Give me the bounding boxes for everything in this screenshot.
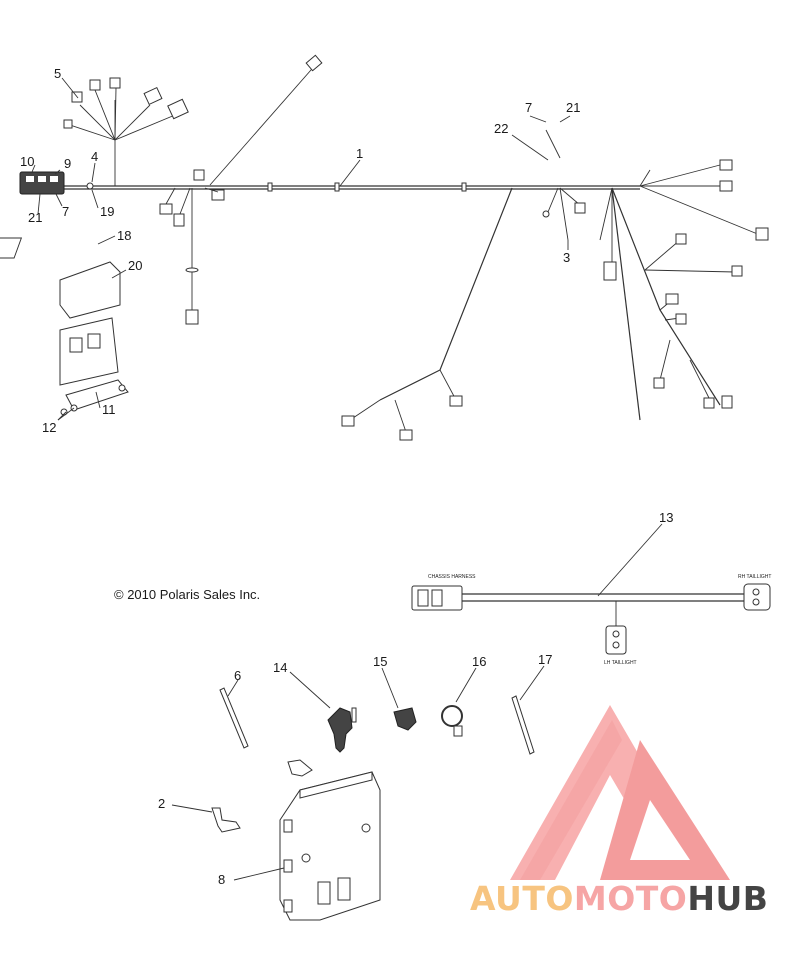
callout-21-right: 21 xyxy=(566,100,580,115)
lh-taillight-label: LH TAILLIGHT xyxy=(604,660,637,666)
callout-12: 12 xyxy=(42,420,56,435)
relay-block xyxy=(0,237,129,416)
main-harness xyxy=(62,54,769,441)
callout-labels: 1 2 3 4 5 6 7 7 8 9 10 11 12 13 14 15 16… xyxy=(20,66,673,887)
callout-2: 2 xyxy=(158,796,165,811)
callout-18: 18 xyxy=(117,228,131,243)
hardware-parts xyxy=(211,687,535,833)
callout-13: 13 xyxy=(659,510,673,525)
callout-15: 15 xyxy=(373,654,387,669)
callout-3: 3 xyxy=(563,250,570,265)
callout-1: 1 xyxy=(356,146,363,161)
callout-17: 17 xyxy=(538,652,552,667)
ecu-module xyxy=(279,771,381,921)
leader-lines xyxy=(31,77,663,881)
callout-19: 19 xyxy=(100,204,114,219)
callout-22: 22 xyxy=(494,121,508,136)
callout-10: 10 xyxy=(20,154,34,169)
callout-8: 8 xyxy=(218,872,225,887)
callout-7-right: 7 xyxy=(525,100,532,115)
callout-16: 16 xyxy=(472,654,486,669)
connector-cluster-left xyxy=(63,77,189,186)
callout-20: 20 xyxy=(128,258,142,273)
watermark-text: AUTOMOTOHUB xyxy=(470,879,768,918)
watermark-auto: AUTO xyxy=(470,879,574,918)
watermark-hub: HUB xyxy=(687,879,768,918)
callout-14: 14 xyxy=(273,660,287,675)
callout-11: 11 xyxy=(102,402,116,417)
copyright-notice: © 2010 Polaris Sales Inc. xyxy=(114,587,260,602)
rh-taillight-label: RH TAILLIGHT xyxy=(738,574,771,580)
callout-21-left: 21 xyxy=(28,210,42,225)
callout-5: 5 xyxy=(54,66,61,81)
fuse-box-top xyxy=(19,171,94,195)
watermark-logo xyxy=(510,705,730,880)
callout-9: 9 xyxy=(64,156,71,171)
callout-6: 6 xyxy=(234,668,241,683)
watermark-moto: MOTO xyxy=(574,879,687,918)
callout-4: 4 xyxy=(91,149,98,164)
callout-7-left: 7 xyxy=(62,204,69,219)
chassis-harness-label: CHASSIS HARNESS xyxy=(428,574,476,580)
taillight-harness: CHASSIS HARNESS RH TAILLIGHT LH TAILLIGH… xyxy=(411,574,771,666)
